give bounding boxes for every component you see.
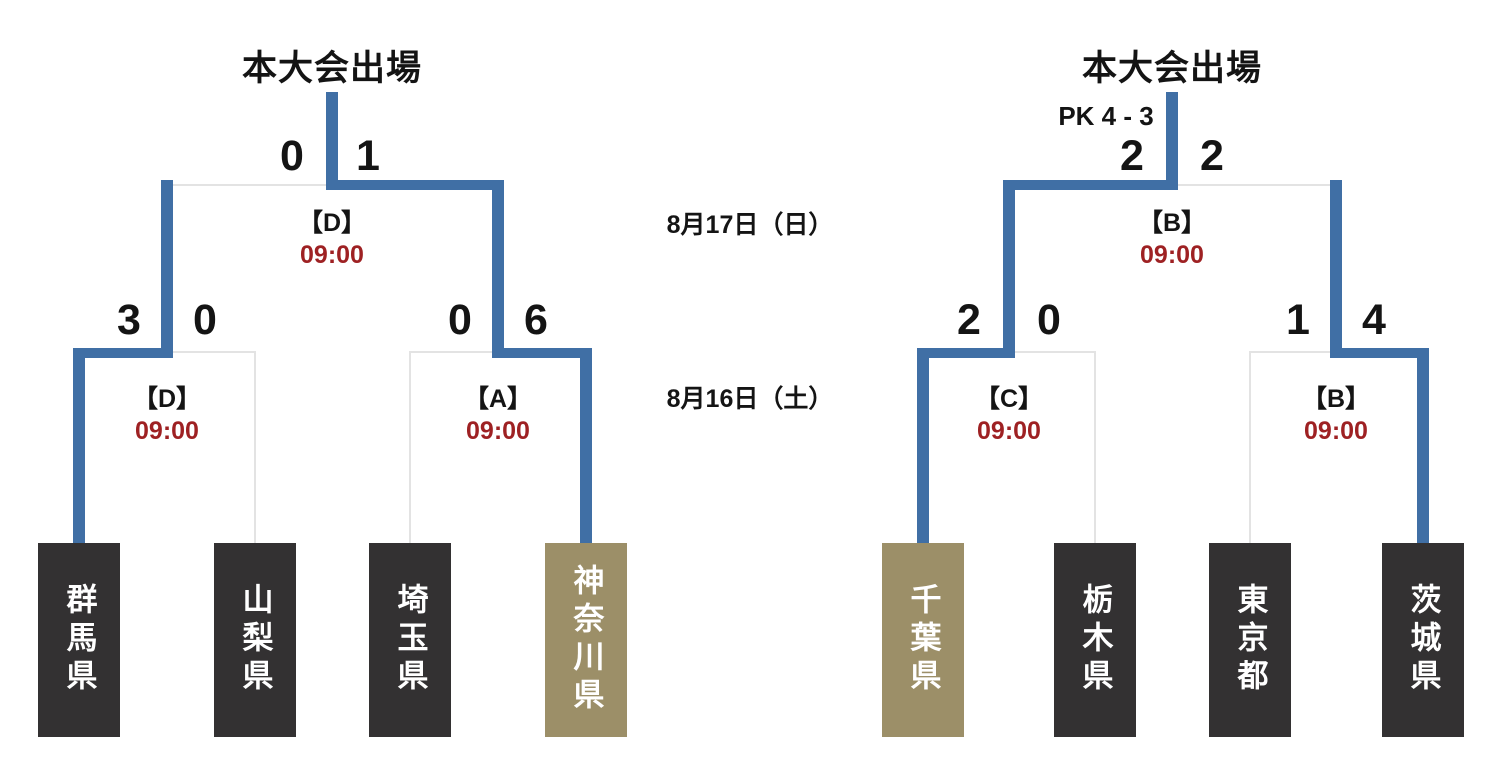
left-semifinal-loser-line — [167, 184, 332, 186]
right-semifinal-time: 09:00 — [1140, 241, 1204, 269]
right-final-pk-note: PK 4 - 3 — [1058, 101, 1154, 131]
right-qf1-score-right: 0 — [1037, 296, 1061, 344]
ibaraki-stem-line — [1417, 348, 1429, 543]
tokyo-stem-line — [1249, 351, 1251, 543]
team-name-ibaraki: 茨城県 — [1405, 583, 1441, 697]
right-qf1-loser-line — [1009, 351, 1095, 353]
semifinal-date-label: 8月17日（日） — [666, 211, 834, 239]
right-qf2-score-right: 4 — [1362, 296, 1386, 344]
right-qf2-winner-line — [1330, 348, 1429, 358]
left-semifinal-score-right: 1 — [356, 132, 380, 180]
right-qf1-venue-label: 【C】 — [974, 385, 1044, 413]
left-qf1-winner-line — [73, 348, 173, 358]
chiba-stem-line — [917, 348, 929, 543]
right-final-stem-line — [1166, 92, 1178, 188]
team-name-kanagawa: 神奈川県 — [568, 564, 604, 716]
team-name-yamanashi: 山梨県 — [237, 583, 273, 697]
right-semifinal-venue-label: 【B】 — [1137, 209, 1207, 237]
team-box-saitama: 埼玉県 — [369, 543, 451, 737]
left-qf1-venue-label: 【D】 — [132, 385, 202, 413]
right-qf1-junction-stem-line — [1003, 180, 1015, 357]
right-semifinal-score-right: 2 — [1200, 132, 1224, 180]
left-qf2-score-right: 6 — [524, 296, 548, 344]
right-qf2-junction-stem-line — [1330, 180, 1342, 357]
right-qf2-venue-label: 【B】 — [1301, 385, 1371, 413]
left-semifinal-time: 09:00 — [300, 241, 364, 269]
left-qf1-score-left: 3 — [117, 296, 141, 344]
left-final-stem-line — [326, 92, 338, 188]
quarterfinal-date-label: 8月16日（土） — [666, 385, 834, 413]
yamanashi-stem-line — [254, 351, 256, 543]
team-name-saitama: 埼玉県 — [392, 583, 428, 697]
team-name-tokyo: 東京都 — [1232, 583, 1268, 697]
team-box-tokyo: 東京都 — [1209, 543, 1291, 737]
left-champion-label: 本大会出場 — [241, 49, 422, 88]
left-qf1-time: 09:00 — [135, 417, 199, 445]
left-qf2-venue-label: 【A】 — [463, 385, 533, 413]
team-name-chiba: 千葉県 — [905, 583, 941, 697]
right-semifinal-loser-line — [1172, 184, 1336, 186]
left-qf1-score-right: 0 — [193, 296, 217, 344]
left-semifinal-venue-label: 【D】 — [297, 209, 367, 237]
left-qf2-loser-line — [410, 351, 498, 353]
right-semifinal-winner-line — [1003, 180, 1178, 190]
team-name-gunma: 群馬県 — [61, 583, 97, 697]
left-semifinal-score-left: 0 — [280, 132, 304, 180]
team-box-tochigi: 栃木県 — [1054, 543, 1136, 737]
team-box-kanagawa: 神奈川県 — [545, 543, 627, 737]
left-qf2-winner-line — [492, 348, 592, 358]
left-qf2-time: 09:00 — [466, 417, 530, 445]
left-qf1-loser-line — [167, 351, 255, 353]
right-qf2-time: 09:00 — [1304, 417, 1368, 445]
right-qf2-score-left: 1 — [1286, 296, 1310, 344]
tochigi-stem-line — [1094, 351, 1096, 543]
saitama-stem-line — [409, 351, 411, 543]
team-box-gunma: 群馬県 — [38, 543, 120, 737]
gunma-stem-line — [73, 348, 85, 543]
left-qf1-junction-stem-line — [161, 180, 173, 357]
team-box-yamanashi: 山梨県 — [214, 543, 296, 737]
left-semifinal-winner-line — [326, 180, 504, 190]
team-box-chiba: 千葉県 — [882, 543, 964, 737]
left-qf2-junction-stem-line — [492, 180, 504, 357]
right-champion-label: 本大会出場 — [1081, 49, 1262, 88]
right-qf1-winner-line — [917, 348, 1015, 358]
right-qf1-time: 09:00 — [977, 417, 1041, 445]
kanagawa-stem-line — [580, 348, 592, 543]
team-name-tochigi: 栃木県 — [1077, 583, 1113, 697]
right-qf2-loser-line — [1250, 351, 1336, 353]
team-box-ibaraki: 茨城県 — [1382, 543, 1464, 737]
left-qf2-score-left: 0 — [448, 296, 472, 344]
right-qf1-score-left: 2 — [957, 296, 981, 344]
right-semifinal-score-left: 2 — [1120, 132, 1144, 180]
